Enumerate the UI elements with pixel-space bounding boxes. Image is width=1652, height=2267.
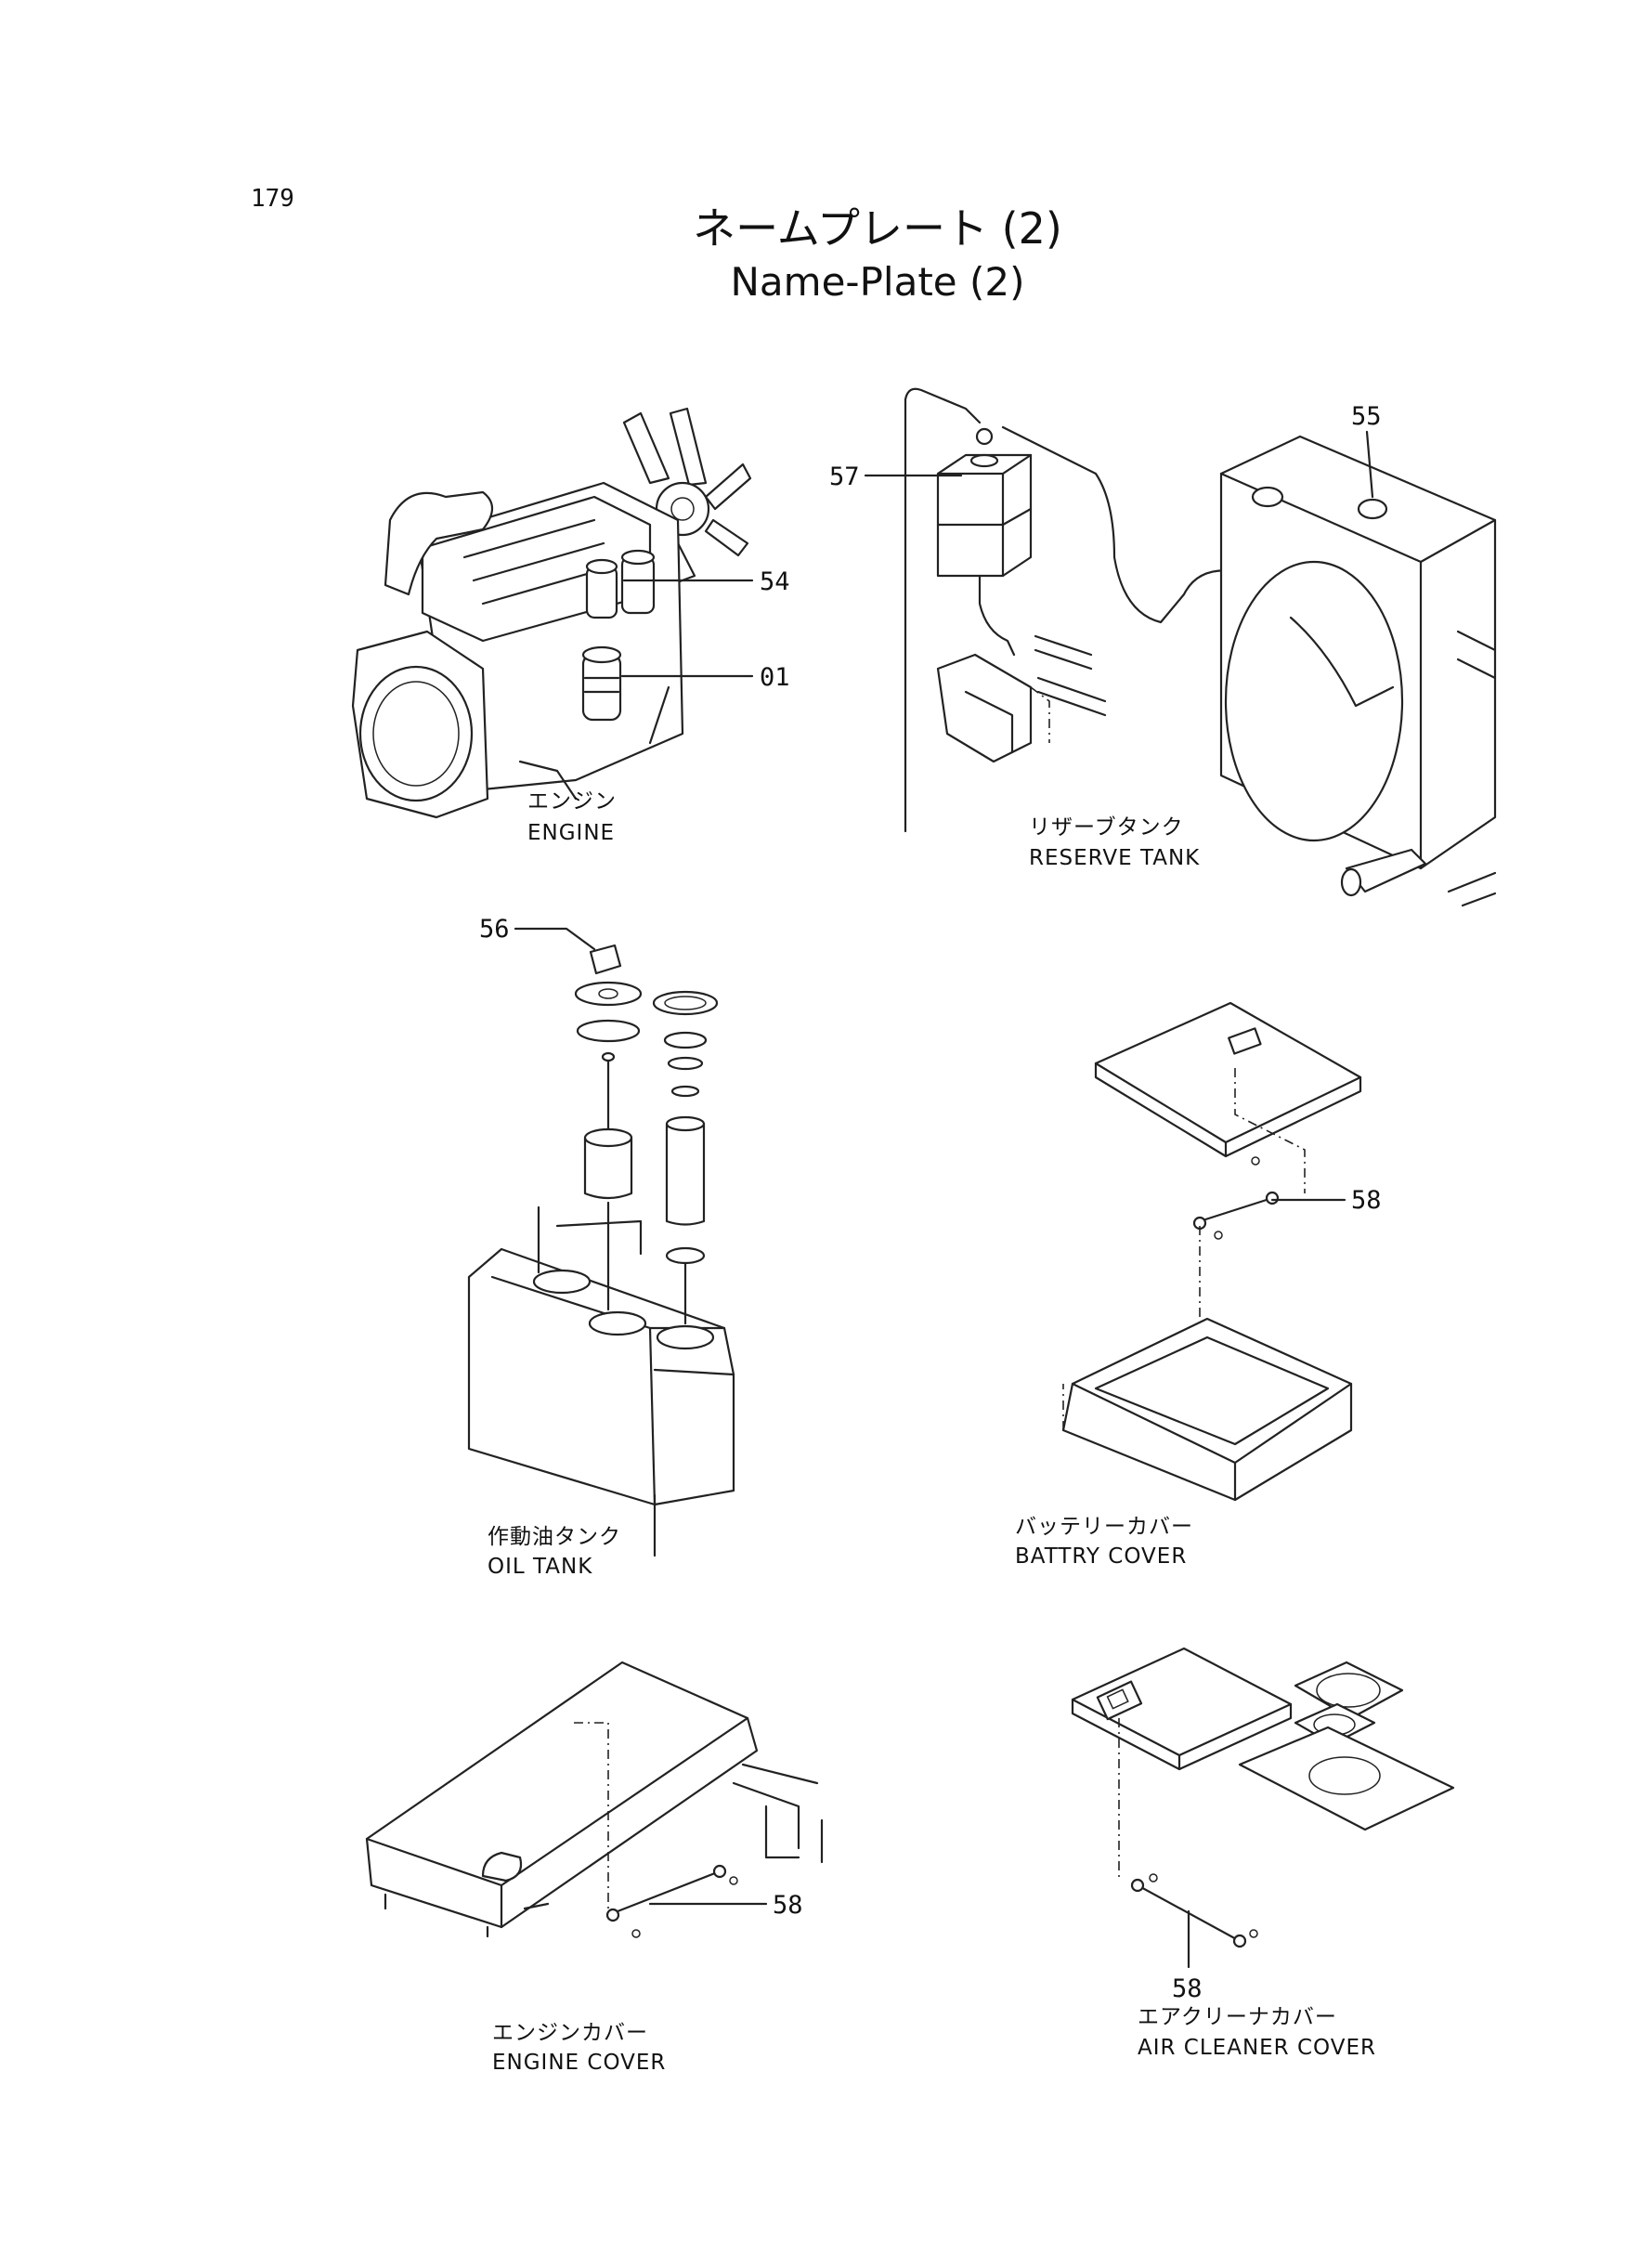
oil-tank-illustration [467, 944, 735, 1557]
engine-caption-jp: エンジン [527, 789, 617, 814]
oil-tank-caption-en: OIL TANK [488, 1555, 592, 1579]
leader-56 [514, 927, 596, 951]
title-japanese: ネームプレート (2) [693, 203, 1062, 254]
callout-58-battery: 58 [1351, 1186, 1382, 1215]
callout-54: 54 [760, 567, 790, 596]
callout-01: 01 [760, 663, 790, 692]
callout-55: 55 [1351, 402, 1382, 431]
title-english: Name-Plate (2) [731, 259, 1025, 305]
air-cleaner-cover-caption-en: AIR CLEANER COVER [1138, 2036, 1376, 2060]
battery-cover-illustration [1061, 1001, 1362, 1502]
engine-cover-caption-en: ENGINE COVER [492, 2051, 666, 2075]
callout-58-air-cleaner: 58 [1172, 1974, 1203, 2003]
engine-illustration [351, 407, 752, 819]
oil-tank-caption-jp: 作動油タンク [488, 1525, 621, 1549]
reserve-tank-illustration [904, 387, 1497, 907]
page-number: 179 [251, 185, 294, 213]
engine-caption-en: ENGINE [527, 821, 615, 845]
engine-cover-caption-jp: エンジンカバー [492, 2021, 648, 2045]
reserve-tank-caption-jp: リザーブタンク [1029, 815, 1184, 840]
callout-57: 57 [829, 463, 860, 491]
callout-56: 56 [479, 915, 510, 944]
air-cleaner-cover-illustration [1071, 1647, 1455, 1948]
callout-58-engine-cover: 58 [773, 1891, 803, 1920]
engine-cover-illustration [365, 1661, 824, 1938]
battery-cover-caption-jp: バッテリーカバー [1015, 1515, 1193, 1539]
reserve-tank-caption-en: RESERVE TANK [1029, 846, 1200, 870]
air-cleaner-cover-caption-jp: エアクリーナカバー [1138, 2005, 1337, 2029]
battery-cover-caption-en: BATTRY COVER [1015, 1544, 1187, 1569]
leader-55 [1365, 430, 1374, 499]
